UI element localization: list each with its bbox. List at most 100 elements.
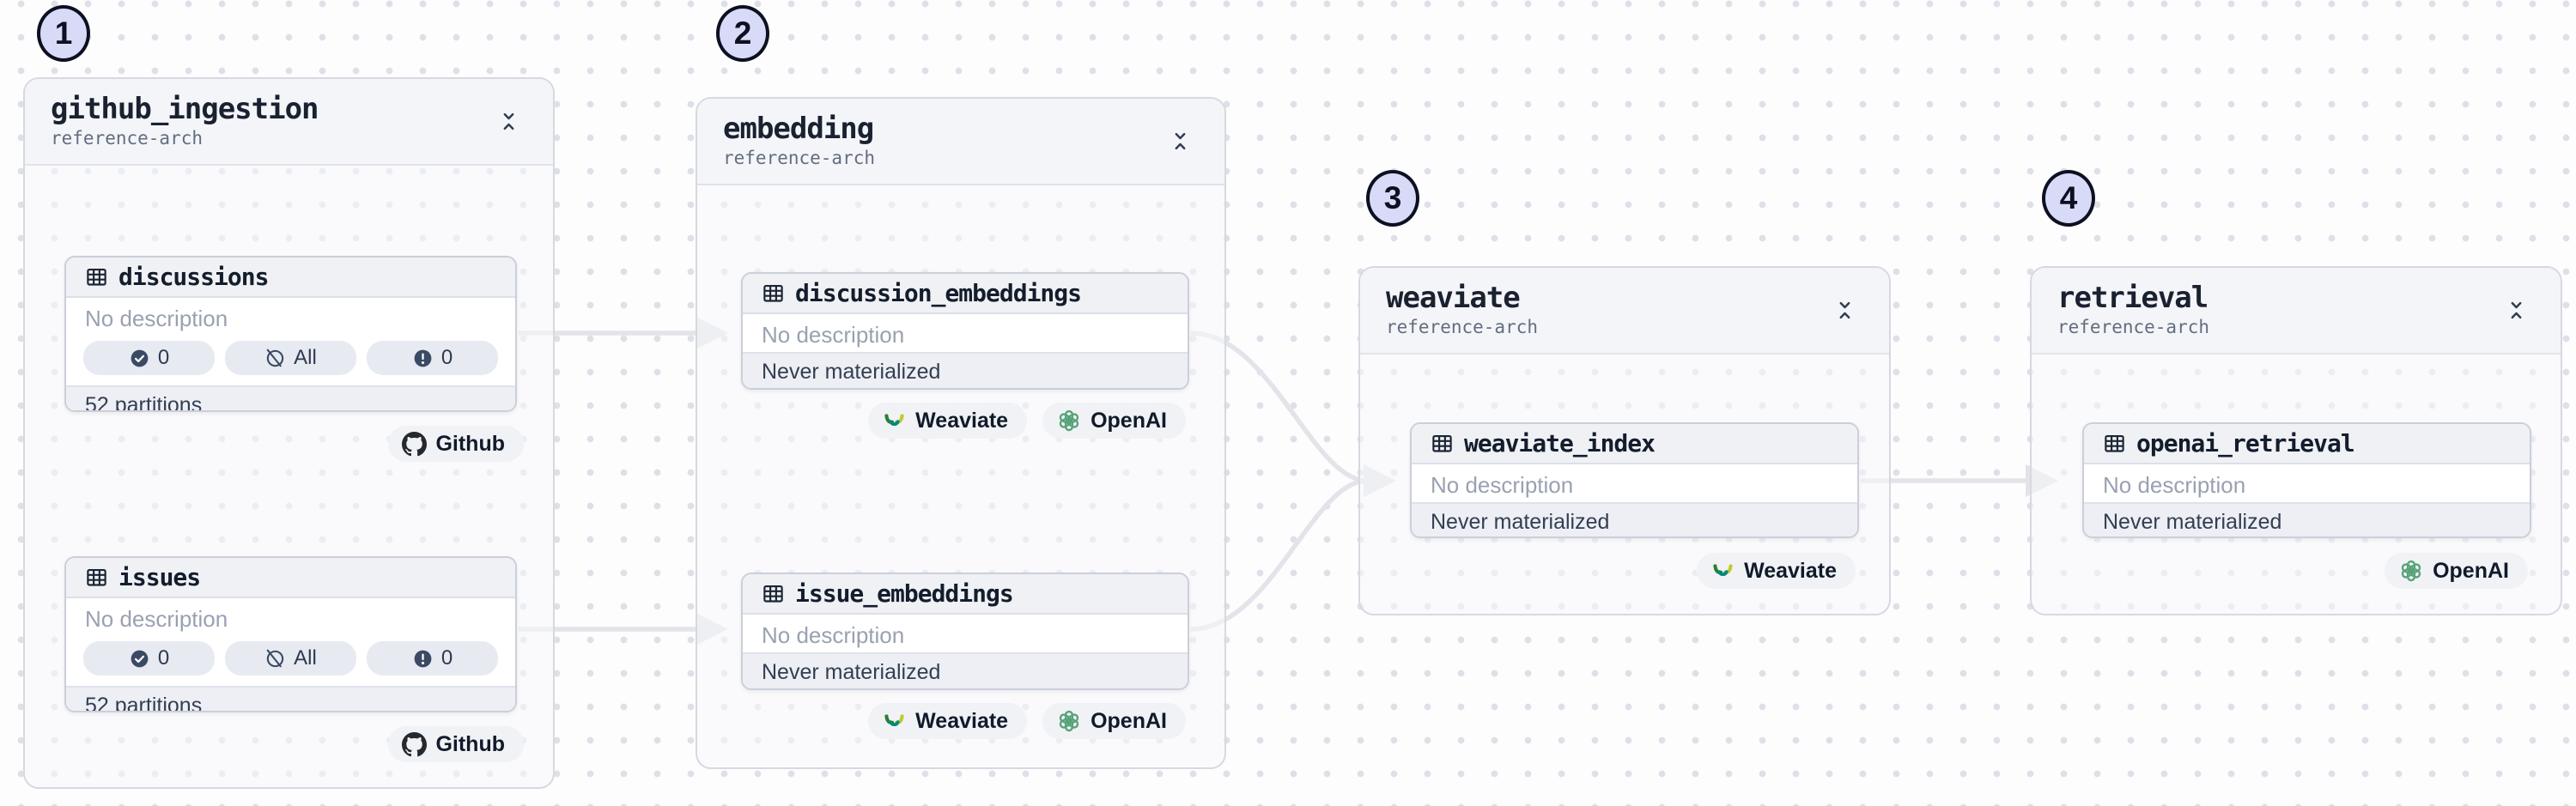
tag-pill-github: Github (388, 726, 524, 762)
step-badge-2: 2 (716, 5, 769, 62)
status-badge-failed[interactable]: 0 (367, 641, 498, 676)
group-title: retrieval (2057, 281, 2208, 316)
group-subtitle: reference-arch (723, 147, 876, 168)
asset-description: No description (762, 622, 905, 648)
asset-tag-row: Github (388, 426, 524, 462)
asset-node-issues[interactable]: issues No description 0 All 0 52 partiti… (64, 556, 517, 712)
asset-tag-row: Weaviate OpenAI (868, 703, 1186, 739)
table-icon (2105, 434, 2124, 452)
asset-footer-materialization: Never materialized (743, 352, 1188, 388)
status-badge-row: 0 All 0 (66, 636, 515, 686)
openai-icon (2400, 560, 2422, 582)
status-count: All (294, 646, 317, 670)
collapse-group-button[interactable] (1161, 123, 1199, 161)
collapse-group-button[interactable] (2497, 292, 2535, 330)
status-count: 0 (157, 646, 170, 670)
asset-name: openai_retrieval (2136, 429, 2355, 458)
group-title: weaviate (1386, 281, 1521, 316)
asset-tag-row: Github (388, 726, 524, 762)
asset-name: issue_embeddings (795, 579, 1014, 608)
tag-label: Weaviate (915, 408, 1009, 433)
asset-tag-row: OpenAI (2385, 553, 2528, 589)
asset-node-issue-embeddings[interactable]: issue_embeddings No description Never ma… (741, 573, 1189, 690)
asset-tag-row: Weaviate (1697, 553, 1856, 589)
status-badge-success[interactable]: 0 (83, 341, 215, 375)
github-icon (402, 731, 428, 756)
check-circle-icon (130, 648, 149, 669)
tag-pill-weaviate: Weaviate (868, 403, 1028, 439)
asset-header: discussion_embeddings (743, 274, 1188, 314)
tag-pill-github: Github (388, 426, 524, 462)
group-header[interactable]: embedding reference-arch (697, 99, 1224, 185)
collapse-group-button[interactable] (489, 103, 527, 141)
slash-circle-icon (266, 649, 284, 667)
tag-label: OpenAI (1091, 408, 1167, 433)
tag-label: OpenAI (1091, 708, 1167, 733)
asset-name: issues (118, 563, 201, 591)
step-number: 1 (54, 15, 73, 51)
tag-label: Github (435, 431, 505, 456)
slash-circle-icon (266, 348, 284, 367)
group-subtitle: reference-arch (51, 127, 204, 148)
asset-node-discussions[interactable]: discussions No description 0 All 0 52 pa… (64, 256, 517, 412)
group-subtitle: reference-arch (1386, 316, 1539, 337)
group-header[interactable]: weaviate reference-arch (1360, 268, 1889, 355)
collapse-vertical-icon (2511, 301, 2521, 319)
tag-pill-openai: OpenAI (1042, 403, 1186, 439)
group-header[interactable]: github_ingestion reference-arch (25, 79, 553, 166)
table-icon (763, 284, 783, 302)
status-badge-missing[interactable]: All (225, 641, 356, 676)
step-badge-4: 4 (2042, 170, 2095, 227)
asset-header: issues (66, 558, 515, 598)
asset-header: openai_retrieval (2084, 424, 2530, 464)
alert-circle-icon (414, 349, 432, 367)
table-icon (87, 568, 106, 586)
group-subtitle: reference-arch (2057, 316, 2210, 337)
asset-header: issue_embeddings (743, 574, 1188, 615)
collapse-vertical-icon (1175, 132, 1185, 150)
group-panel-weaviate: weaviate reference-arch weaviate_index N… (1358, 266, 1891, 615)
group-panel-embedding: embedding reference-arch discussion_embe… (696, 97, 1226, 769)
tag-label: Github (435, 731, 505, 756)
status-badge-row: 0 All 0 (66, 336, 515, 385)
group-header[interactable]: retrieval reference-arch (2032, 268, 2561, 355)
asset-footer-partitions: 52 partitions (66, 686, 515, 711)
group-title: github_ingestion (51, 92, 319, 127)
asset-node-openai-retrieval[interactable]: openai_retrieval No description Never ma… (2082, 422, 2531, 538)
group-title: embedding (723, 112, 874, 147)
openai-icon (1058, 409, 1080, 432)
status-badge-failed[interactable]: 0 (367, 341, 498, 375)
openai-icon (1058, 710, 1080, 732)
tag-pill-weaviate: Weaviate (1697, 553, 1856, 589)
asset-node-weaviate-index[interactable]: weaviate_index No description Never mate… (1410, 422, 1859, 538)
weaviate-icon (1710, 559, 1735, 584)
table-icon (763, 585, 783, 603)
asset-description: No description (2103, 472, 2246, 498)
collapse-vertical-icon (503, 112, 513, 130)
status-badge-missing[interactable]: All (225, 341, 356, 375)
step-number: 3 (1383, 180, 1402, 215)
tag-label: Weaviate (1744, 558, 1837, 583)
tag-label: OpenAI (2433, 558, 2509, 583)
asset-name: discussion_embeddings (795, 279, 1082, 307)
tag-pill-openai: OpenAI (2385, 553, 2528, 589)
tag-pill-openai: OpenAI (1042, 703, 1186, 739)
collapse-vertical-icon (1839, 301, 1850, 319)
check-circle-icon (130, 348, 149, 368)
collapse-group-button[interactable] (1826, 292, 1863, 330)
asset-node-discussion-embeddings[interactable]: discussion_embeddings No description Nev… (741, 272, 1189, 390)
tag-pill-weaviate: Weaviate (868, 703, 1028, 739)
asset-description: No description (762, 322, 905, 348)
status-count: All (294, 346, 317, 369)
asset-header: discussions (66, 258, 515, 298)
asset-footer-materialization: Never materialized (2084, 502, 2530, 536)
status-count: 0 (157, 346, 170, 369)
status-count: 0 (440, 346, 453, 369)
weaviate-icon (882, 709, 907, 734)
group-panel-github-ingestion: github_ingestion reference-arch discussi… (23, 77, 555, 789)
step-number: 2 (733, 15, 752, 51)
status-badge-success[interactable]: 0 (83, 641, 215, 676)
tag-label: Weaviate (915, 708, 1009, 733)
asset-description: No description (1431, 472, 1574, 498)
asset-description: No description (85, 606, 228, 632)
